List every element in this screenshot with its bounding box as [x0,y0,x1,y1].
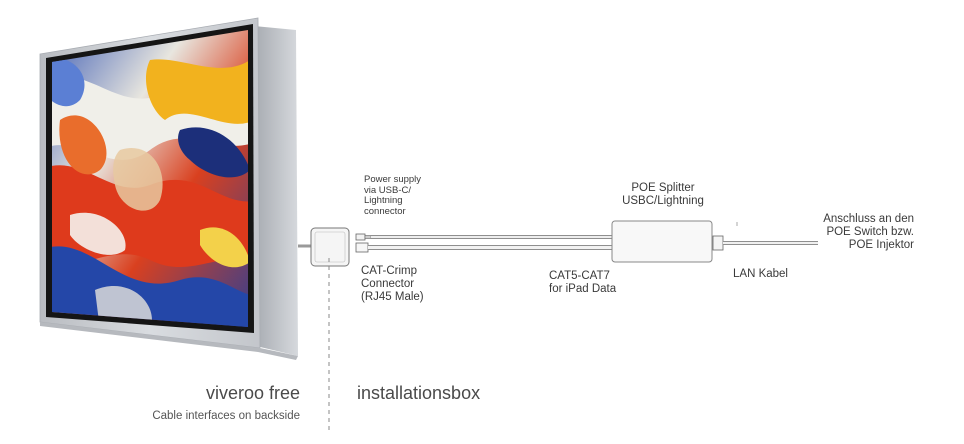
label-poe-splitter: POE Splitter USBC/Lightning [622,182,704,207]
usb-plug-connector [355,233,372,241]
label-installationsbox: installationsbox [357,383,481,403]
label-cat-crimp: CAT-Crimp Connector (RJ45 Male) [361,265,424,303]
label-cat5-cat7: CAT5-CAT7 for iPad Data [549,270,617,295]
label-device-sub: Cable interfaces on backside [152,410,300,422]
frame-side [254,26,298,356]
label-anschluss: Anschluss an den POE Switch bzw. POE Inj… [823,213,914,251]
rj45-plug-connector [355,242,369,253]
label-device-name: viveroo free [205,383,300,403]
poe-splitter-box [611,220,713,263]
screen-artwork [52,30,248,327]
splitter-rj45-port [712,235,724,251]
label-power-supply: Power supply via USB-C/ Lightning connec… [364,174,422,217]
viveroo-device [39,17,298,360]
label-lan-kabel: LAN Kabel [733,268,788,280]
frame-bottom [40,322,298,360]
installation-box [310,227,350,267]
